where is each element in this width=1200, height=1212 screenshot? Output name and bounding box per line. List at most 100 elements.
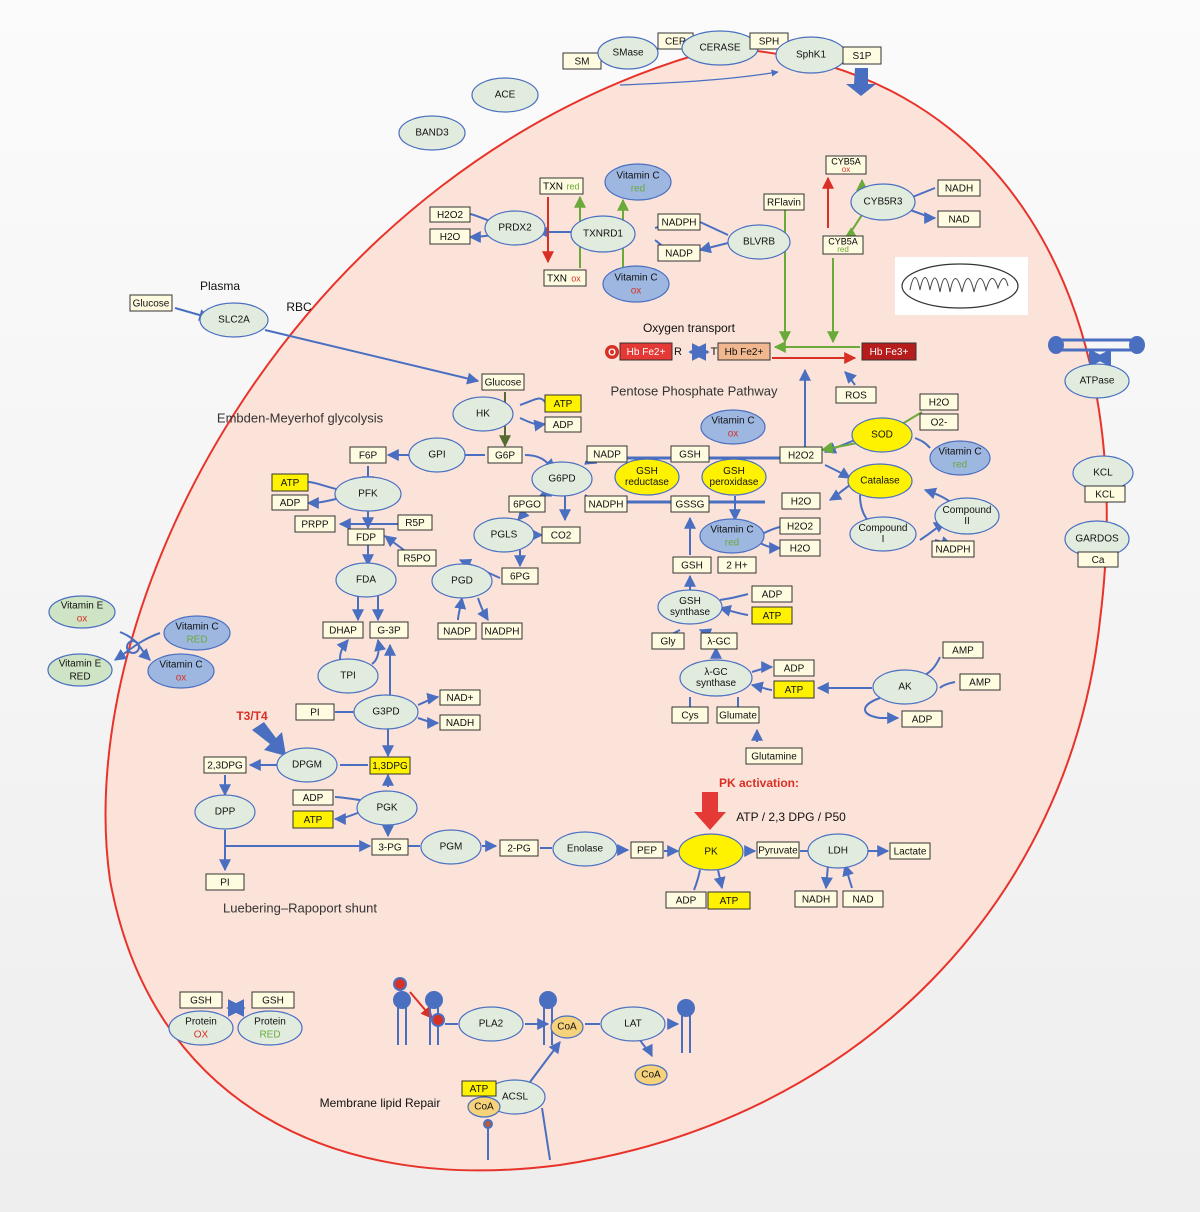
coa-3-label: CoA: [474, 1102, 494, 1113]
amp-2-box-label: AMP: [969, 678, 991, 689]
adp-pfk-box-shape: [271, 494, 309, 511]
enzyme-pk: PK: [678, 833, 744, 871]
glucose-box: Glucose: [481, 373, 525, 391]
nadh-ldh-box-shape: [794, 890, 838, 908]
atpase-pump: ATPase: [1064, 363, 1130, 399]
ros-box-shape: [835, 386, 877, 404]
pyruvate-box-label: Pyruvate: [758, 846, 798, 857]
enzyme-gpi-label: GPI: [428, 450, 445, 461]
vitamin-state: ox: [77, 614, 88, 625]
nadp-pgd-box-shape: [437, 622, 477, 640]
gsh-top-box-shape: [670, 445, 710, 463]
nad-plus-box-label: NAD+: [447, 693, 474, 704]
pg3-box: 3-PG: [371, 838, 409, 856]
coa-2-shape: [634, 1064, 668, 1086]
gsh-b-box-label: GSH: [262, 996, 284, 1007]
enzyme-smase: SMase: [597, 36, 659, 70]
nadp-g6pd-box: NADP: [586, 445, 628, 463]
transporter-slc2a: SLC2A: [199, 302, 269, 338]
enzyme-lat-shape: [600, 1006, 666, 1042]
nad-cyb-box: NAD: [937, 210, 981, 228]
t3t4-arrow: [252, 722, 286, 756]
co2-box: CO2: [541, 526, 581, 544]
nadp-g6pd-box-label: NADP: [593, 450, 621, 461]
pyruvate-box-shape: [756, 841, 800, 859]
enzyme-pla2-shape: [458, 1006, 524, 1042]
enzyme-ace-label: ACE: [495, 90, 516, 101]
enzyme-acsl-label: ACSL: [502, 1092, 529, 1103]
vitamin-state: red: [631, 184, 645, 195]
vitamin-ve-ox: Vitamin Eox: [48, 595, 116, 629]
vitamin-name: Vitamin C: [710, 525, 753, 536]
atp-pfk-box: ATP: [271, 473, 309, 492]
gssg-box-label: GSSG: [676, 500, 705, 511]
vitamin-name: Vitamin C: [175, 622, 218, 633]
atp-acsl-box-label: ATP: [470, 1084, 489, 1095]
enzyme-gsh-peroxidase-label: GSH: [723, 466, 745, 477]
enzyme-sod-label: SOD: [871, 430, 893, 441]
ca-box-label: Ca: [1092, 555, 1105, 566]
gly-box-shape: [651, 632, 685, 650]
cys-box: Cys: [671, 706, 709, 724]
h2o-sod-box: H2O: [919, 393, 959, 411]
dpg23-box-label: 2,3DPG: [207, 761, 243, 772]
enzyme-band3-shape: [398, 115, 466, 151]
enzyme-band3: BAND3: [398, 115, 466, 151]
sm-box: SM: [562, 52, 602, 70]
coa-2: CoA: [634, 1064, 668, 1086]
gsh-a-box-shape: [179, 991, 223, 1009]
pep-box: PEP: [630, 841, 664, 859]
label-glycolysis: Embden-Meyerhof glycolysis: [217, 410, 384, 425]
gssg-box: GSSG: [670, 495, 710, 513]
adp-pgk-box-shape: [292, 789, 334, 806]
glucose-box-label: Glucose: [485, 378, 522, 389]
nadh-cyb-box: NADH: [937, 179, 981, 197]
vitamin-state: RED: [186, 635, 207, 646]
pi-dpp-box-label: PI: [220, 878, 229, 889]
kcl-channel-label: KCL: [1093, 468, 1113, 479]
kcl-box: KCL: [1084, 485, 1126, 503]
rbc-cell-membrane: [104, 46, 1108, 1172]
g3p-box-shape: [369, 621, 409, 639]
nadh-cyb-box-shape: [937, 179, 981, 197]
enzyme-pfk-label: PFK: [358, 489, 378, 500]
txn-ox-shape: [543, 269, 587, 287]
vitamin-state: ox: [631, 286, 642, 297]
vitamin-vc-red-left: Vitamin C RED: [163, 615, 231, 651]
vitamin-vc-ox-mid: Vitamin Cox: [700, 409, 766, 445]
h2o2-prdx-box: H2O2: [429, 206, 471, 223]
h2o-cat-box: H2O: [781, 492, 821, 510]
lambda-gc-box-shape: [700, 632, 738, 650]
enzyme-fda-label: FDA: [356, 575, 376, 586]
amp-1-box-label: AMP: [952, 646, 974, 657]
enzyme-prdx2-shape: [484, 210, 546, 246]
enzyme-pgls: PGLS: [473, 517, 535, 553]
amp-2-box: AMP: [959, 673, 1001, 691]
enzyme-lat: LAT: [600, 1006, 666, 1042]
enzyme-blvrb-label: BLVRB: [743, 237, 775, 248]
rflavin-box: RFlavin: [763, 193, 805, 211]
adp-pk-box: ADP: [665, 891, 707, 909]
pg6-box-shape: [501, 567, 539, 585]
glucose-plasma-box-label: Glucose: [133, 299, 170, 310]
enzyme-band3-label: BAND3: [415, 128, 449, 139]
nad-ldh-box-shape: [842, 890, 884, 908]
hb-fe2-t-box-label: Hb Fe2+: [725, 347, 764, 358]
g3p-box-label: G-3P: [377, 626, 401, 637]
glumate-box: Glumate: [716, 706, 760, 724]
hb-fe3-box-shape: [861, 342, 917, 361]
enzyme-pla2: PLA2: [458, 1006, 524, 1042]
vitamin-shape: [602, 265, 670, 303]
atp-gshs-box-shape: [751, 606, 793, 625]
sph-box: SPH: [749, 32, 789, 50]
cyb5a-ox-box-label: CYB5A: [831, 156, 861, 166]
pg3-box-label: 3-PG: [378, 843, 402, 854]
pg2-box-shape: [499, 839, 539, 857]
gsh-b-box-shape: [251, 991, 295, 1009]
enzyme-lat-label: LAT: [624, 1019, 642, 1030]
vitamin-name: Vitamin E: [59, 659, 102, 670]
vitamin-state: ox: [176, 673, 187, 684]
nadph-pgd-box: NADPH: [481, 622, 523, 640]
